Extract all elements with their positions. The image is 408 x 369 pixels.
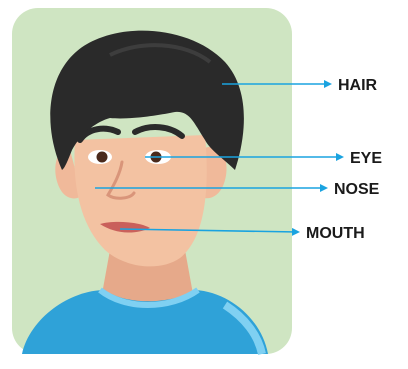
nose-label: NOSE xyxy=(334,181,380,198)
hair-label: HAIR xyxy=(338,77,378,94)
eye-label: EYE xyxy=(350,150,382,167)
mouth-label: MOUTH xyxy=(306,225,365,242)
left-eye-iris xyxy=(97,152,108,163)
